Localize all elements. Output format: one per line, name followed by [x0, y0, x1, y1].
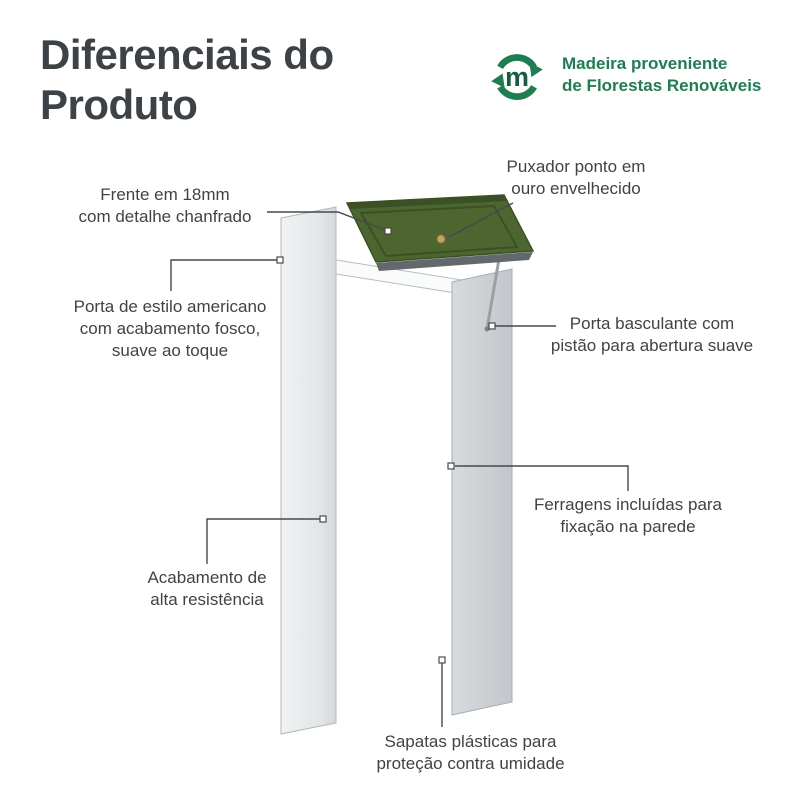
callout-marker: [276, 256, 284, 264]
right-panel: [451, 268, 513, 716]
callout-line-ferragens: [447, 462, 629, 491]
callout-sapatas-label: Sapatas plásticas para proteção contra u…: [376, 732, 565, 774]
callout-line-puxador: [448, 202, 514, 238]
callout-porta-estilo-label: Porta de estilo americano com acabamento…: [73, 297, 267, 361]
callout-line-porta-estilo: [170, 256, 284, 291]
piston: [485, 258, 501, 330]
callout-marker: [438, 656, 446, 664]
callout-marker: [319, 515, 327, 523]
page-title: Diferenciais do Produto: [40, 31, 334, 128]
callout-marker: [488, 322, 496, 330]
door-opening-shadow: [376, 252, 533, 271]
recycle-arrowhead-left: [491, 73, 505, 88]
callout-puxador-label: Puxador ponto em ouro envelhecido: [506, 157, 646, 199]
recycle-icon: m: [491, 54, 543, 100]
eco-badge: m Madeira proveniente de Florestas Renov…: [484, 42, 761, 108]
callout-line-sapatas: [438, 656, 446, 727]
callout-line-acabamento: [206, 515, 327, 564]
callout-frente-label: Frente em 18mm com detalhe chanfrado: [78, 185, 252, 227]
callout-acabamento-label: Acabamento de alta resistência: [147, 568, 267, 610]
callout-basculante-label: Porta basculante com pistão para abertur…: [550, 314, 754, 356]
flap-door-bevel-frame: [359, 204, 519, 258]
callout-marker: [384, 227, 392, 235]
recycle-arrowhead-right: [529, 62, 543, 78]
eco-badge-text: Madeira proveniente de Florestas Renováv…: [562, 53, 762, 95]
piston-lower-pivot: [484, 326, 490, 332]
callout-line-basculante: [488, 322, 556, 330]
door-handle: [436, 234, 446, 244]
left-panel: [280, 206, 337, 735]
eco-letter: m: [505, 62, 529, 92]
flap-door-top-edge: [347, 195, 508, 209]
callout-marker: [447, 462, 455, 470]
callout-line-frente: [267, 211, 392, 235]
callout-ferragens-label: Ferragens incluídas para fixação na pare…: [533, 495, 723, 537]
recycle-arc-bottom: [497, 84, 537, 100]
